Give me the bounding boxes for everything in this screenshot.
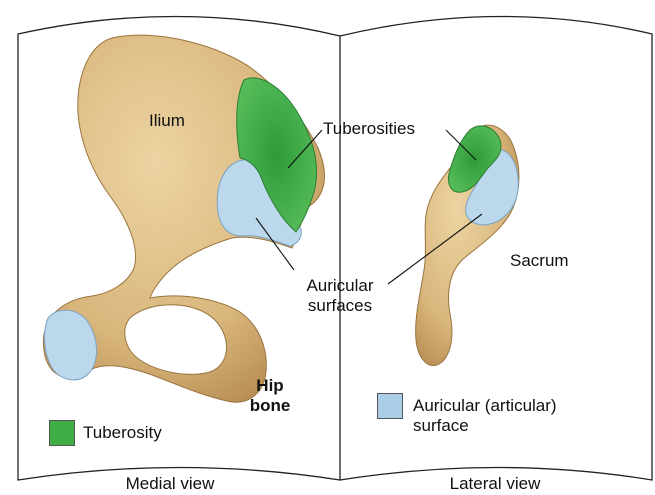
auricular-label-line2: surfaces <box>290 296 390 316</box>
hip-label-line1: Hip <box>240 376 300 396</box>
auricular-legend-swatch <box>377 393 403 419</box>
lateral-view-caption: Lateral view <box>425 474 565 494</box>
auricular-legend-line1: Auricular (articular) <box>413 396 557 416</box>
medial-view-caption: Medial view <box>100 474 240 494</box>
tuberosity-legend-label: Tuberosity <box>83 423 162 443</box>
tuberosity-legend-swatch <box>49 420 75 446</box>
auricular-label-line1: Auricular <box>290 276 390 296</box>
auricular-legend-line2: surface <box>413 416 557 436</box>
hip-label-line2: bone <box>240 396 300 416</box>
sacrum-drawing <box>416 125 519 365</box>
auricular-legend-label: Auricular (articular) surface <box>413 396 557 436</box>
hip-bone-label: Hip bone <box>240 376 300 416</box>
ilium-label: Ilium <box>149 111 185 131</box>
sacrum-label: Sacrum <box>510 251 569 271</box>
tuberosities-label: Tuberosities <box>323 119 415 139</box>
auricular-surfaces-label: Auricular surfaces <box>290 276 390 316</box>
